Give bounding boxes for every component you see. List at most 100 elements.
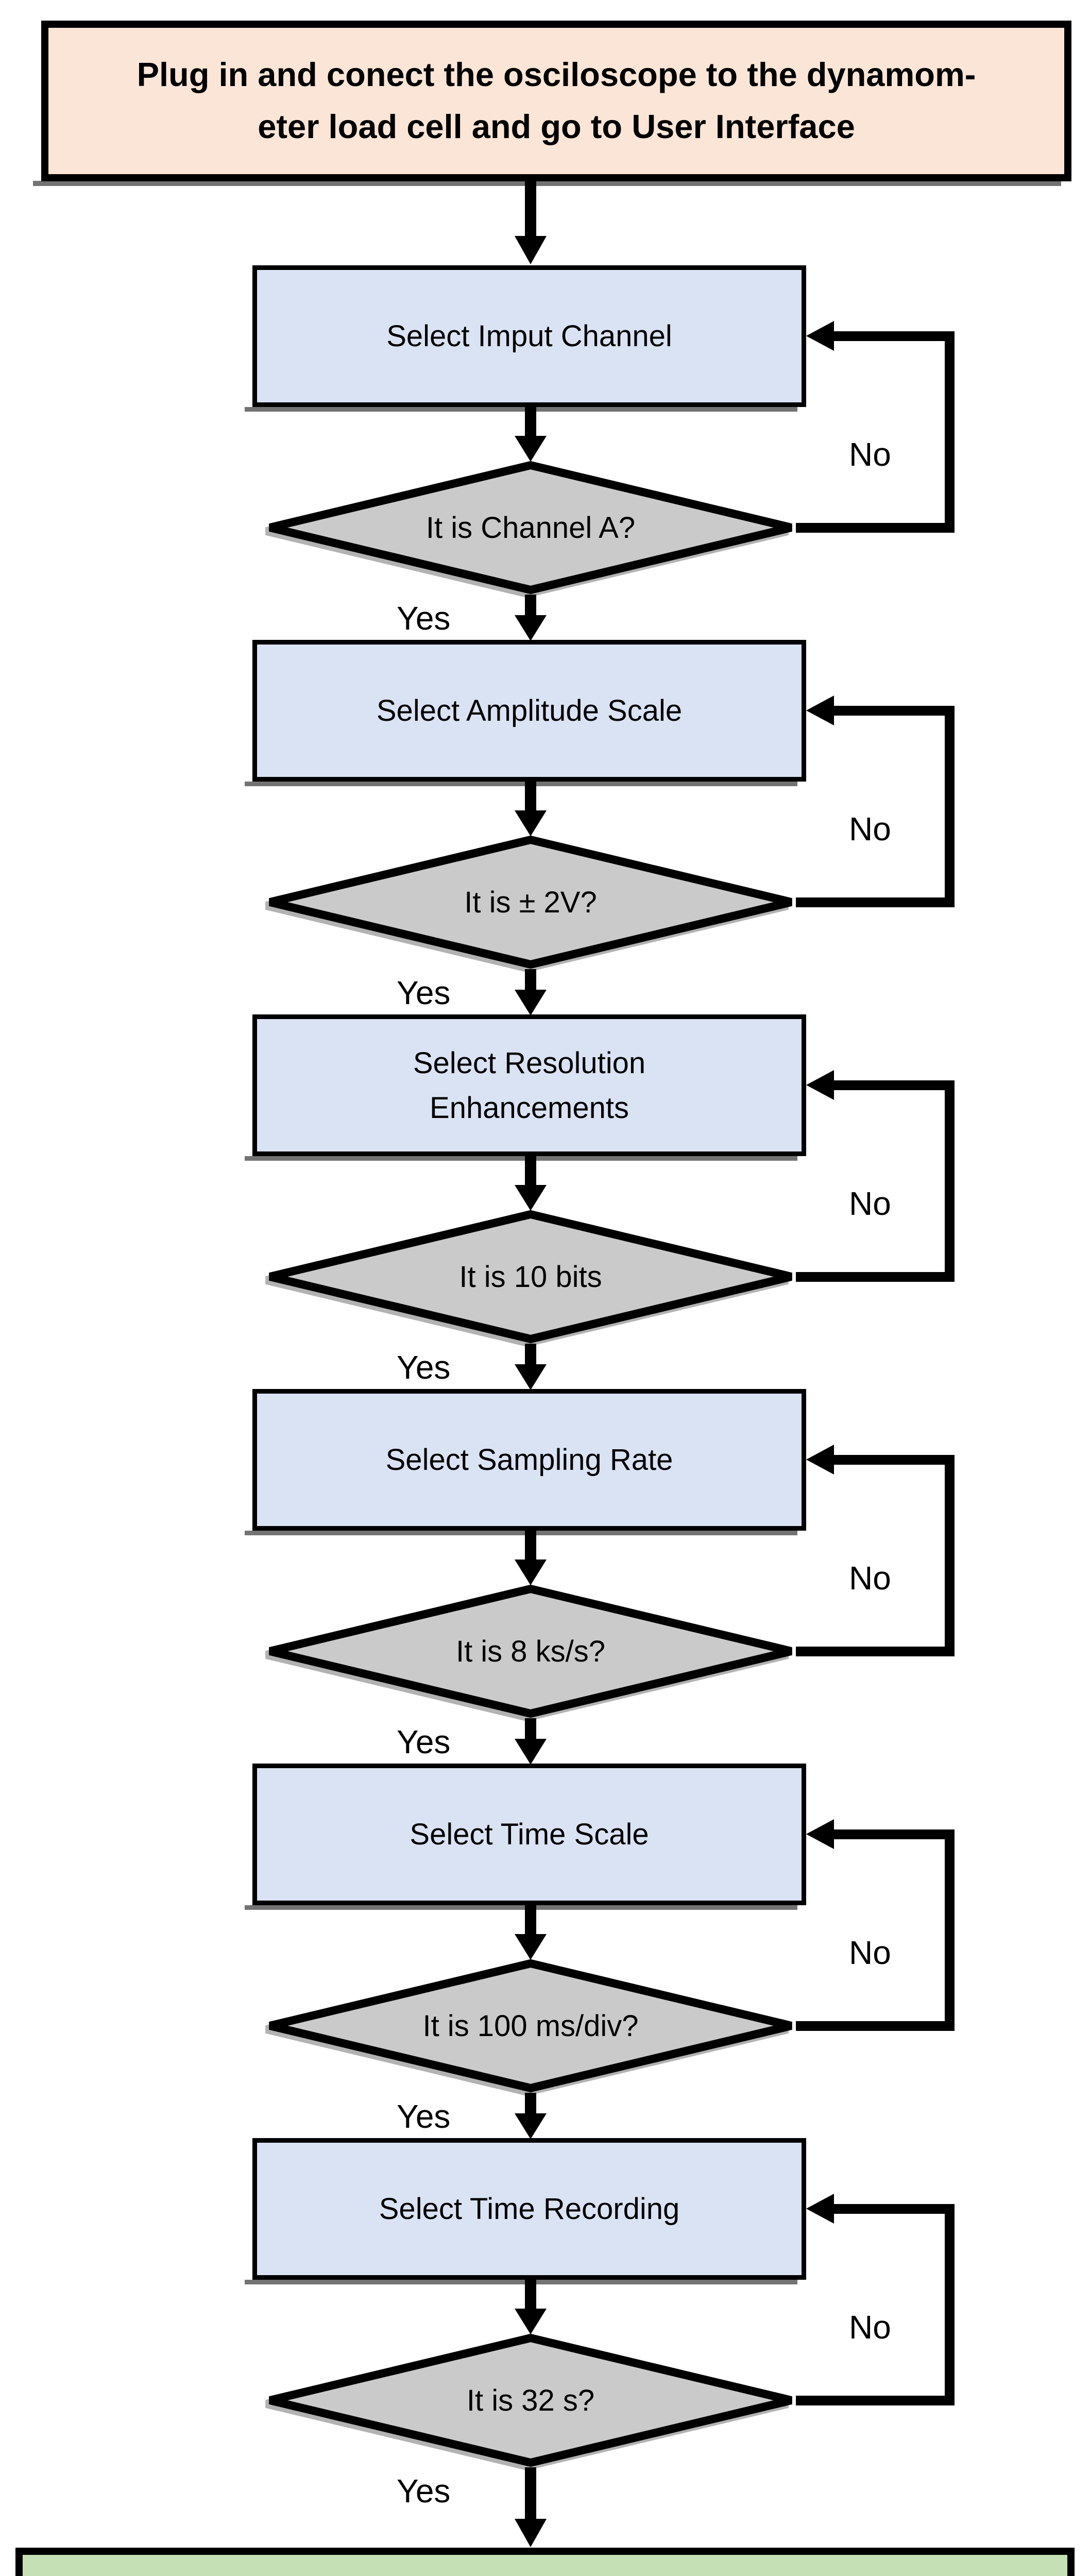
no-loop-top-line <box>832 2204 955 2214</box>
end-node: System ready for aquisition <box>15 2548 1075 2576</box>
no-loop-bottom-line <box>796 2021 955 2031</box>
yes-label: Yes <box>397 1723 451 1760</box>
yes-arrow-shaft <box>525 2093 536 2114</box>
decision-label-wrap: It is 8 ks/s? <box>265 1584 796 1718</box>
down-arrow-shaft <box>525 406 536 437</box>
decision-label: It is 10 bits <box>459 1260 602 1294</box>
no-label: No <box>849 810 891 848</box>
process-label: Select Time Recording <box>379 2192 680 2226</box>
down-arrow-shaft <box>525 1530 536 1561</box>
yes-arrow-shaft <box>525 1344 536 1365</box>
process-box: Select Resolution Enhancements <box>245 1014 806 1161</box>
start-node: Plug in and conect the osciloscope to th… <box>33 21 1071 186</box>
decision-diamond <box>269 461 792 595</box>
start-arrow-head <box>515 236 547 264</box>
yes-arrow-shaft <box>525 1718 536 1740</box>
no-loop-bottom-line <box>796 1272 955 1282</box>
no-label: No <box>849 1185 891 1222</box>
step-section-input-channel: Select Imput Channel It is Channel A? Ye… <box>0 265 1090 641</box>
process-label: Select Amplitude Scale <box>376 694 683 727</box>
no-loop-top-line <box>832 706 955 716</box>
yes-arrow-head <box>515 2113 547 2139</box>
no-label: No <box>849 1560 891 1597</box>
decision-label-wrap: It is 32 s? <box>265 2333 796 2467</box>
yes-arrow-head <box>515 990 547 1015</box>
process-box: Select Amplitude Scale <box>245 640 806 786</box>
no-label: No <box>849 436 891 473</box>
yes-arrow-head <box>515 615 547 641</box>
process-box: Select Imput Channel <box>245 265 806 412</box>
no-loop-vertical-line <box>945 331 955 533</box>
no-loop-vertical-line <box>945 1829 955 2031</box>
down-arrow-shaft <box>525 781 536 811</box>
decision-diamond <box>269 1584 792 1718</box>
no-label: No <box>849 2309 891 2346</box>
no-loop-arrowhead <box>806 696 834 725</box>
decision-label: It is Channel A? <box>425 511 636 545</box>
yes-arrow-shaft <box>525 969 536 991</box>
down-arrow-shaft <box>525 2279 536 2310</box>
decision-label-wrap: It is 100 ms/div? <box>265 1959 796 2093</box>
no-loop-bottom-line <box>796 897 955 907</box>
step-section-time-scale: Select Time Scale It is 100 ms/div? Yes … <box>0 1764 1090 2139</box>
step-section-resolution-enhancements: Select Resolution Enhancements It is 10 … <box>0 1014 1090 1390</box>
down-arrow-head <box>515 1560 547 1585</box>
process-label: Select Imput Channel <box>386 319 672 353</box>
decision-label: It is ± 2V? <box>464 885 597 919</box>
decision-label-wrap: It is ± 2V? <box>265 835 796 969</box>
decision-label-wrap: It is 10 bits <box>265 1210 796 1344</box>
down-arrow-head <box>515 2309 547 2334</box>
no-loop-top-line <box>832 1080 955 1090</box>
yes-label: Yes <box>397 974 451 1011</box>
no-loop-bottom-line <box>796 523 955 533</box>
process-label: Select Resolution Enhancements <box>413 1046 646 1125</box>
no-loop-vertical-line <box>945 706 955 907</box>
down-arrow-head <box>515 436 547 462</box>
process-box: Select Time Recording <box>245 2138 806 2284</box>
down-arrow-head <box>515 1934 547 1960</box>
yes-label: Yes <box>397 2472 451 2510</box>
yes-label: Yes <box>397 2098 451 2135</box>
process-box: Select Time Scale <box>245 1764 806 1910</box>
down-arrow-shaft <box>525 1904 536 1935</box>
no-loop-bottom-line <box>796 2396 955 2405</box>
decision-label-wrap: It is Channel A? <box>265 461 796 595</box>
decision-label: It is 32 s? <box>466 2383 595 2417</box>
decision-label: It is 8 ks/s? <box>455 1634 606 1668</box>
decision-diamond <box>269 835 792 969</box>
yes-label: Yes <box>397 1349 451 1386</box>
no-loop-arrowhead <box>806 1070 834 1100</box>
yes-arrow-head <box>515 1739 547 1765</box>
decision-label: It is 100 ms/div? <box>422 2009 639 2043</box>
down-arrow-head <box>515 1185 547 1211</box>
decision-diamond <box>269 2333 792 2467</box>
start-arrow-shaft <box>525 180 536 237</box>
no-loop-vertical-line <box>945 2204 955 2405</box>
no-label: No <box>849 1934 891 1971</box>
no-loop-top-line <box>832 331 955 341</box>
process-label: Select Sampling Rate <box>385 1443 673 1477</box>
no-loop-top-line <box>832 1455 955 1465</box>
no-loop-vertical-line <box>945 1455 955 1656</box>
step-section-time-recording: Select Time Recording It is 32 s? Yes No <box>0 2138 1090 2513</box>
no-loop-arrowhead <box>806 1445 834 1475</box>
yes-arrow-shaft <box>525 595 536 616</box>
decision-diamond <box>269 1959 792 2093</box>
step-section-sampling-rate: Select Sampling Rate It is 8 ks/s? Yes N… <box>0 1389 1090 1765</box>
final-arrow-shaft <box>525 2467 536 2520</box>
no-loop-top-line <box>832 1829 955 1839</box>
no-loop-bottom-line <box>796 1647 955 1656</box>
yes-label: Yes <box>397 600 451 637</box>
start-node-label: Plug in and conect the osciloscope to th… <box>137 56 976 145</box>
yes-arrow-head <box>515 1364 547 1390</box>
final-arrow-head <box>515 2519 547 2547</box>
no-loop-arrowhead <box>806 2194 834 2224</box>
process-box: Select Sampling Rate <box>245 1389 806 1535</box>
no-loop-arrowhead <box>806 1819 834 1849</box>
decision-diamond <box>269 1210 792 1344</box>
step-section-amplitude-scale: Select Amplitude Scale It is ± 2V? Yes N… <box>0 640 1090 1015</box>
no-loop-vertical-line <box>945 1080 955 1282</box>
down-arrow-head <box>515 810 547 836</box>
no-loop-arrowhead <box>806 321 834 351</box>
